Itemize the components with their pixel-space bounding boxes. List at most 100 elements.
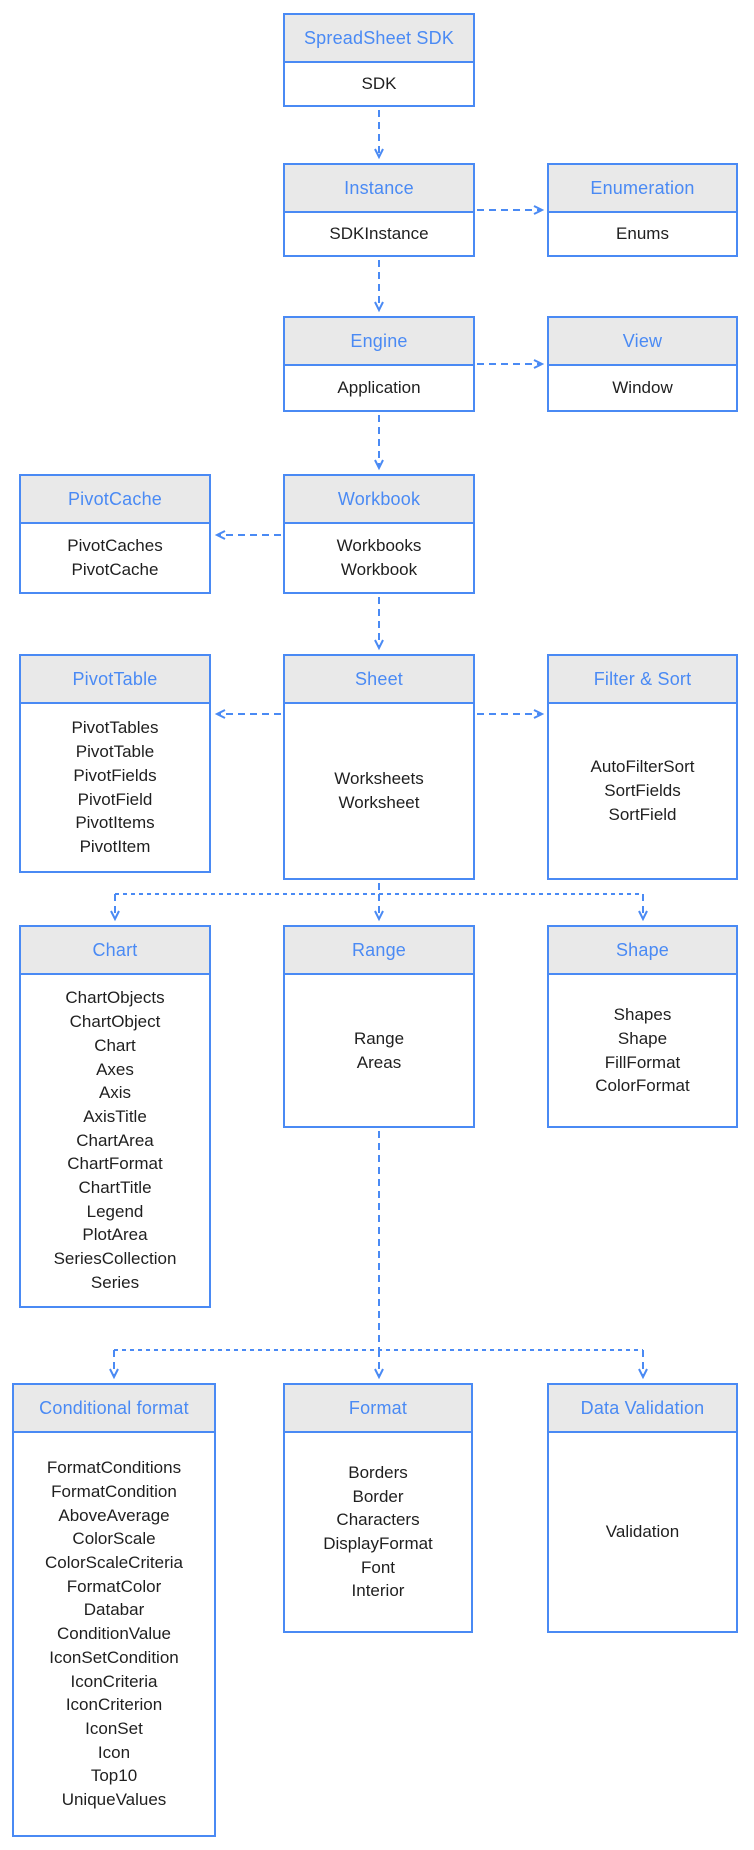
node-item: ChartObjects	[65, 988, 165, 1008]
node-format-title: Format	[285, 1385, 471, 1433]
node-spreadsheet-sdk: SpreadSheet SDK SDK	[283, 13, 475, 107]
node-item: ConditionValue	[56, 1624, 172, 1644]
node-item: PivotFields	[73, 765, 157, 785]
node-shape-title: Shape	[549, 927, 736, 975]
node-item: Application	[337, 378, 421, 398]
node-item: SDK	[361, 74, 397, 94]
node-item: AxisTitle	[83, 1106, 147, 1126]
node-spreadsheet-sdk-title: SpreadSheet SDK	[285, 15, 473, 63]
node-item: PivotTable	[75, 742, 155, 762]
node-item: FillFormat	[604, 1052, 681, 1072]
node-data-validation-title: Data Validation	[549, 1385, 736, 1433]
node-item: ColorScale	[72, 1529, 156, 1549]
node-item: SortField	[608, 804, 677, 824]
node-engine: Engine Application	[283, 316, 475, 412]
node-item: AboveAverage	[58, 1505, 170, 1525]
node-item: Worksheets	[334, 769, 424, 789]
node-filter-sort-title: Filter & Sort	[549, 656, 736, 704]
node-pivottable-title: PivotTable	[21, 656, 209, 704]
node-item: DisplayFormat	[323, 1534, 433, 1553]
node-item: Shapes	[613, 1005, 672, 1025]
node-pivotcache-title: PivotCache	[21, 476, 209, 524]
node-item: FormatConditions	[46, 1458, 182, 1478]
node-item: Axes	[96, 1059, 134, 1079]
node-item: IconSet	[85, 1718, 143, 1738]
node-item: SortFields	[604, 781, 681, 801]
node-instance-title: Instance	[285, 165, 473, 213]
node-item: Border	[352, 1486, 404, 1506]
node-enumeration-body: Enums	[549, 213, 736, 255]
node-item: Validation	[605, 1522, 680, 1542]
node-item: AutoFilterSort	[590, 757, 695, 777]
node-item: ChartArea	[76, 1130, 154, 1150]
node-item: FormatColor	[66, 1576, 162, 1596]
node-item: ColorScaleCriteria	[45, 1553, 183, 1573]
node-item: SeriesCollection	[53, 1249, 177, 1269]
node-item: ColorFormat	[595, 1076, 690, 1096]
node-data-validation-body: Validation	[549, 1433, 736, 1631]
node-item: Series	[90, 1272, 140, 1292]
node-engine-title: Engine	[285, 318, 473, 366]
node-item: Workbook	[340, 560, 418, 579]
node-data-validation: Data Validation Validation	[547, 1383, 738, 1633]
node-item: Enums	[616, 224, 669, 244]
node-item: Borders	[348, 1462, 408, 1482]
node-view-body: Window	[549, 366, 736, 410]
node-instance: Instance SDKInstance	[283, 163, 475, 257]
node-item: Shape	[617, 1028, 668, 1048]
node-item: Interior	[351, 1581, 405, 1601]
node-enumeration: Enumeration Enums	[547, 163, 738, 257]
node-item: IconCriteria	[70, 1671, 158, 1691]
node-instance-body: SDKInstance	[285, 213, 473, 255]
node-item: FormatCondition	[51, 1481, 177, 1501]
node-engine-body: Application	[285, 366, 473, 410]
node-item: UniqueValues	[61, 1790, 167, 1810]
node-item: SDKInstance	[329, 224, 429, 244]
node-item: Legend	[86, 1201, 144, 1221]
node-item: IconSetCondition	[49, 1647, 179, 1667]
node-item: ChartTitle	[78, 1178, 152, 1198]
node-item: Top10	[90, 1766, 138, 1786]
node-conditional-format-title: Conditional format	[14, 1385, 214, 1433]
node-item: Areas	[356, 1052, 402, 1072]
node-item: PivotCaches	[67, 536, 163, 556]
node-item: IconCriterion	[65, 1695, 163, 1715]
node-item: Range	[353, 1028, 405, 1048]
node-item: Databar	[83, 1600, 145, 1620]
node-item: ChartFormat	[67, 1154, 163, 1174]
node-spreadsheet-sdk-body: SDK	[285, 63, 473, 105]
node-item: ChartObject	[69, 1012, 161, 1032]
node-item: Icon	[97, 1742, 131, 1762]
node-item: Window	[612, 378, 673, 398]
node-item: PlotArea	[82, 1225, 148, 1245]
node-item: PivotItems	[75, 813, 155, 833]
node-workbook-title: Workbook	[285, 476, 473, 524]
node-item: Axis	[98, 1083, 132, 1103]
node-sheet-title: Sheet	[285, 656, 473, 704]
node-enumeration-title: Enumeration	[549, 165, 736, 213]
node-item: Font	[360, 1557, 396, 1577]
node-item: Chart	[94, 1035, 136, 1055]
node-range-title: Range	[285, 927, 473, 975]
node-item: Workbooks	[336, 536, 422, 556]
node-item: PivotTables	[71, 718, 159, 738]
